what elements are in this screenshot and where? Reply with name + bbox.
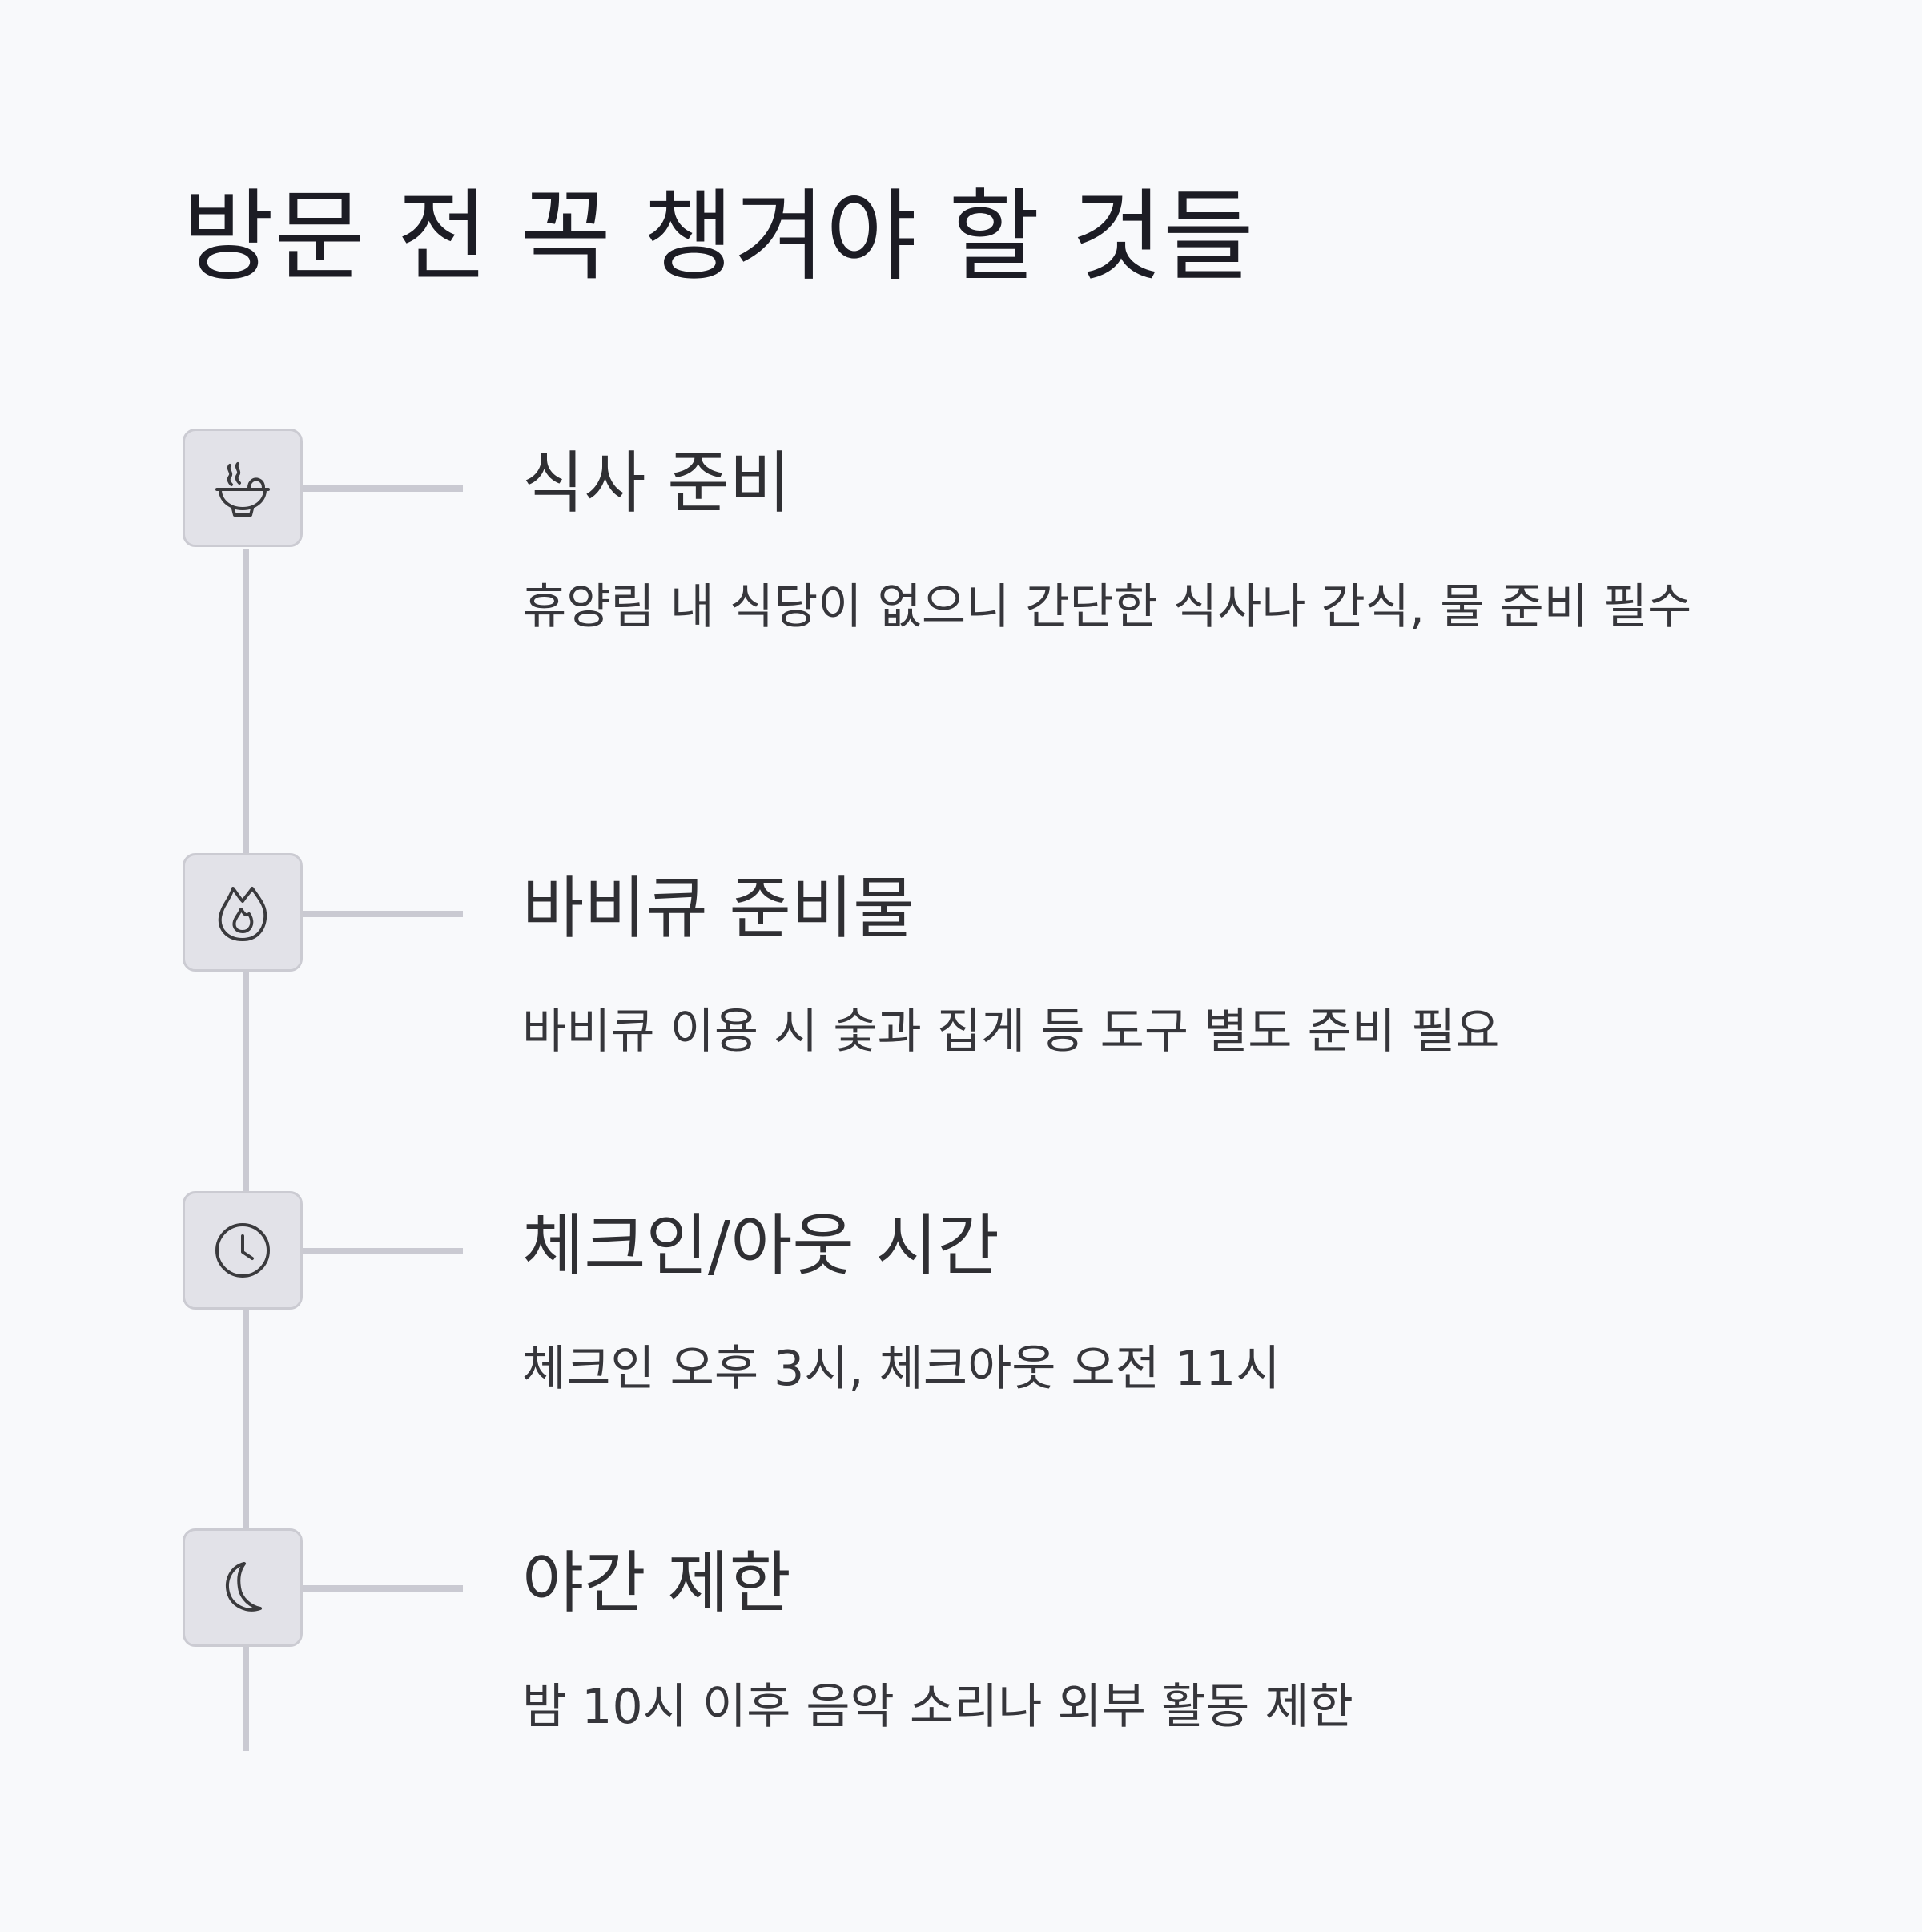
connector-line	[303, 1585, 463, 1592]
flame-icon	[183, 853, 303, 972]
item-title: 식사 준비	[522, 444, 791, 522]
timeline-line	[243, 549, 249, 1751]
page-title: 방문 전 꼭 챙겨야 할 것들	[183, 179, 1254, 295]
item-description: 체크인 오후 3시, 체크아웃 오전 11시	[522, 1341, 1281, 1397]
item-description: 바비큐 이용 시 숯과 집게 등 도구 별도 준비 필요	[522, 1004, 1500, 1060]
item-title: 야간 제한	[522, 1544, 791, 1622]
connector-line	[303, 1248, 463, 1254]
item-description: 휴양림 내 식당이 없으니 간단한 식사나 간식, 물 준비 필수	[522, 579, 1692, 635]
item-title: 바비큐 준비물	[522, 869, 915, 948]
bowl-icon	[183, 429, 303, 547]
item-title: 체크인/아웃 시간	[522, 1206, 999, 1285]
moon-icon	[183, 1528, 303, 1647]
clock-icon	[183, 1191, 303, 1310]
item-description: 밤 10시 이후 음악 소리나 외부 활동 제한	[522, 1679, 1353, 1735]
connector-line	[303, 911, 463, 917]
connector-line	[303, 485, 463, 492]
